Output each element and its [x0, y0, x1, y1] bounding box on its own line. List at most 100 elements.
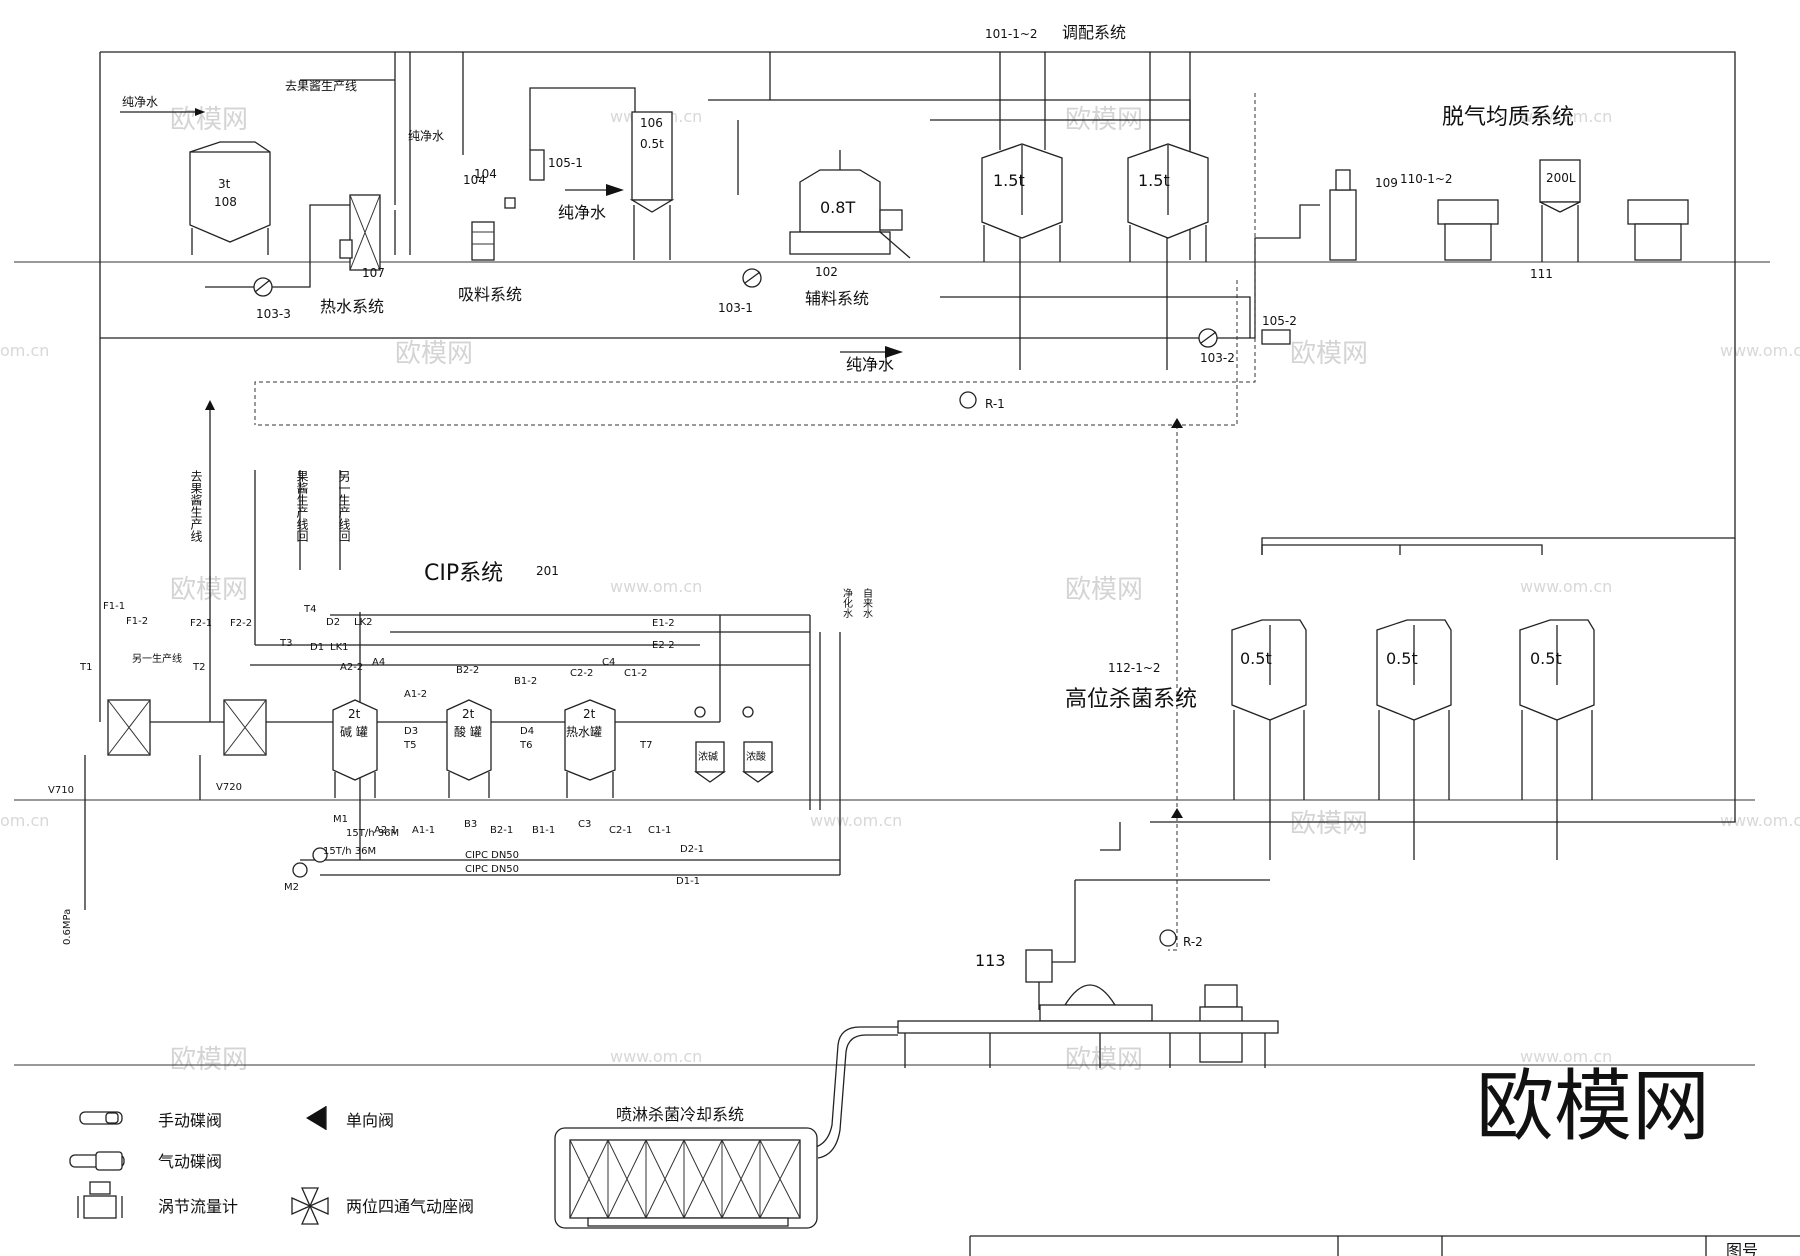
label-pressure: 0.6MPa	[62, 909, 73, 945]
legend-vortex-meter: 涡节流量计	[77, 1181, 238, 1219]
tag-D1-1: D1-1	[676, 876, 700, 887]
heat-exchanger-107: 107	[339, 194, 385, 280]
label-pure-water-2: 纯净水	[558, 203, 606, 222]
tag-111: 111	[1530, 267, 1553, 281]
label-spray-cooling-system: 喷淋杀菌冷却系统	[616, 1105, 744, 1124]
title-block: 图号	[969, 1235, 1800, 1256]
legend-four-way-valve-label: 两位四通气动座阀	[346, 1197, 474, 1216]
spray-cooling-tunnel	[554, 1026, 898, 1229]
tag-cip-dn50-1: CIPC DN50	[465, 850, 519, 861]
tag-D2: D2	[326, 617, 340, 628]
tag-110: 110-1~2	[1400, 172, 1453, 186]
tag-A2-2: A2-2	[340, 662, 363, 673]
deaerator-109: 109	[1329, 169, 1398, 261]
tank-106: 106 0.5t	[629, 111, 675, 260]
tag-F1-2: F1-2	[126, 616, 148, 627]
tag-109: 109	[1375, 176, 1398, 190]
watermark-url: www.om.cn	[610, 577, 702, 596]
tag-102: 102	[815, 265, 838, 279]
pump-103-1: 103-1	[718, 268, 762, 315]
legend-four-way-valve: 两位四通气动座阀	[291, 1187, 474, 1225]
label-other-line-return: 另一生产线回	[337, 470, 351, 542]
tag-C2-1: C2-1	[609, 825, 632, 836]
tag-V710: V710	[48, 785, 74, 796]
tag-M2: M2	[284, 882, 299, 893]
label-conc-alkali: 浓碱	[698, 751, 718, 763]
label-auxiliary-system: 辅料系统	[805, 289, 869, 308]
legend-check-valve-label: 单向阀	[346, 1111, 394, 1130]
watermark-text: 欧模网	[1065, 575, 1143, 605]
tag-LK2: LK2	[354, 617, 373, 628]
check-valve-icon	[306, 1106, 326, 1130]
tag-113: 113	[975, 951, 1006, 970]
label-tap-water: 自来水	[861, 587, 873, 618]
label-alkali-tank: 碱 罐	[340, 725, 368, 739]
title-block-label: 图号	[1726, 1241, 1758, 1256]
tank-108-tag: 108	[214, 195, 237, 209]
label-deaeration-system: 脱气均质系统	[1442, 105, 1574, 130]
tank-108-capacity: 3t	[218, 177, 231, 191]
pump-R-2: R-2	[1159, 929, 1203, 949]
system-labels: 调配系统 101-1~2 脱气均质系统 热水系统 吸料系统 辅料系统 CIP系统…	[320, 23, 1574, 1124]
tank-112-2-capacity: 0.5t	[1386, 649, 1418, 668]
watermark-url: www.om.cn	[610, 1047, 702, 1066]
tag-105-1: 105-1	[548, 156, 583, 170]
tank-112-1-capacity: 0.5t	[1240, 649, 1272, 668]
label-hotwater-capacity: 2t	[583, 707, 596, 721]
tag-F1-1: F1-1	[103, 601, 125, 612]
label-cip-system: CIP系统	[424, 561, 503, 586]
watermarks: 欧模网 www.om.cn 欧模网 www.om.cn om.cn 欧模网 欧模…	[0, 105, 1800, 1075]
cip-labels: 去果酱生产线 果酱生产线回 另一生产线回 另一生产线 净化水 自来水 碱 罐 酸…	[48, 470, 873, 945]
tag-B1-2: B1-2	[514, 676, 537, 687]
tank-111: 200L 111	[1530, 159, 1581, 281]
watermark-text: 欧模网	[170, 575, 248, 605]
homogenizer-110-1: 110-1~2	[1400, 172, 1499, 261]
tag-T6: T6	[519, 740, 532, 751]
legend-check-valve: 单向阀	[306, 1106, 394, 1130]
four-way-valve-icon	[291, 1196, 312, 1216]
label-suction-system: 吸料系统	[458, 285, 522, 304]
tag-D3: D3	[404, 726, 418, 737]
label-hot-water-system: 热水系统	[320, 297, 384, 316]
watermark-url: om.cn	[0, 341, 49, 360]
watermark-url: www.om.cn	[1520, 577, 1612, 596]
label-blending-system: 调配系统	[1062, 23, 1126, 42]
watermark-url: www.om.cn	[1520, 1047, 1612, 1066]
tag-104-b: 104	[463, 173, 486, 187]
legend-vortex-meter-label: 涡节流量计	[158, 1197, 238, 1216]
tag-C4: C4	[602, 657, 615, 668]
label-conc-acid: 浓酸	[746, 750, 766, 763]
watermark-url: om.cn	[0, 811, 49, 830]
tag-A1-1: A1-1	[412, 825, 435, 836]
watermark-url: www.om.cn	[1720, 341, 1800, 360]
label-jam-line-return: 果酱生产线回	[295, 470, 309, 542]
tag-T7: T7	[639, 740, 652, 751]
tag-B2-1: B2-1	[490, 825, 513, 836]
tag-D2-1: D2-1	[680, 844, 704, 855]
tag-F2-2: F2-2	[230, 618, 252, 629]
label-other-line: 另一生产线	[132, 652, 182, 665]
label-to-jam-line-v: 去果酱生产线	[189, 470, 203, 542]
tag-103-1: 103-1	[718, 301, 753, 315]
watermark-url: www.om.cn	[810, 811, 902, 830]
tag-T4: T4	[303, 604, 316, 615]
tank-102-capacity: 0.8T	[820, 198, 855, 217]
label-high-sterilize-system: 高位杀菌系统	[1065, 687, 1197, 712]
filler-113: 113	[897, 949, 1279, 1068]
tag-F2-1: F2-1	[190, 618, 212, 629]
tank-111-capacity: 200L	[1546, 171, 1576, 185]
tank-106-tag: 106	[640, 116, 663, 130]
watermark-text: 欧模网	[1290, 339, 1368, 369]
homogenizer-110-2	[1627, 199, 1689, 261]
tag-A1-2: A1-2	[404, 689, 427, 700]
tag-A4: A4	[372, 657, 385, 668]
tag-104: 104	[474, 167, 497, 181]
tag-E2-2: E2-2	[652, 640, 675, 651]
label-pure-water-vertical: 纯净水	[408, 129, 444, 143]
cip-system	[84, 400, 841, 910]
tank-108: 3t 108	[189, 141, 271, 255]
label-pure-water-3: 纯净水	[846, 355, 894, 374]
tank-101-2: 1.5t	[1127, 143, 1209, 262]
main-pipes	[99, 51, 1736, 823]
tag-201: 201	[536, 564, 559, 578]
